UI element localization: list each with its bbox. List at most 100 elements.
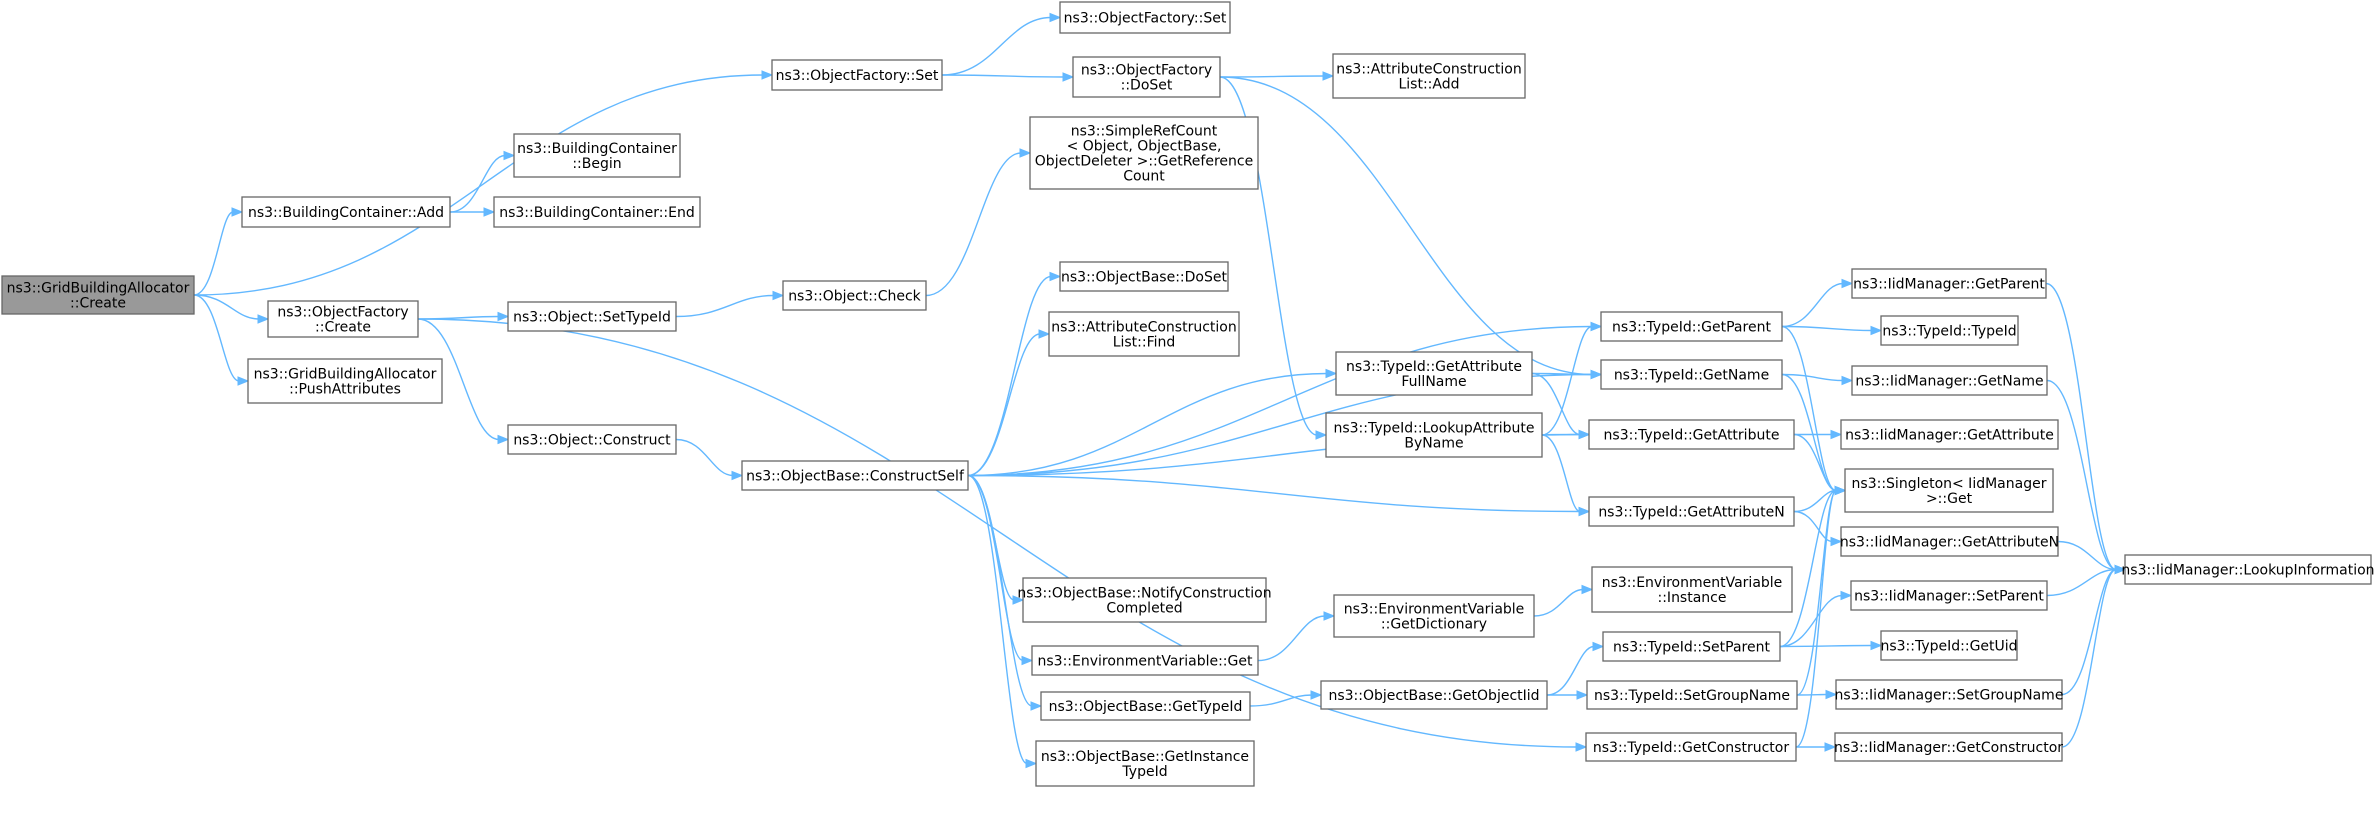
edge-line [1781,282,1844,328]
node-label-line: ns3::BuildingContainer [517,141,677,157]
node-ofCreate[interactable]: ns3::ObjectFactory::Create [267,300,419,338]
node-tidGetName[interactable]: ns3::TypeId::GetName [1600,359,1783,390]
edge-line [2057,540,2117,571]
edge-arrowhead [772,290,785,301]
node-obNotify[interactable]: ns3::ObjectBase::NotifyConstructionCompl… [1017,577,1272,623]
node-label-line: ns3::TypeId::GetName [1614,368,1769,384]
node-label-line: ns3::IidManager::GetAttribute [1845,428,2054,444]
edge-arrowhead [1825,689,1838,700]
nodes-layer: ns3::GridBuildingAllocator::Create ns3::B… [1,1,2375,787]
node-tidTypeId[interactable]: ns3::TypeId::TypeId [1880,315,2019,346]
node-objSetTypeId[interactable]: ns3::Object::SetTypeId [507,301,677,332]
node-obDoSet[interactable]: ns3::ObjectBase::DoSet [1059,261,1229,292]
edge-root-to-bcAdd [193,207,244,296]
node-bcEnd[interactable]: ns3::BuildingContainer::End [493,196,701,228]
node-tidGetParent[interactable]: ns3::TypeId::GetParent [1600,311,1783,342]
node-imGetParent[interactable]: ns3::IidManager::GetParent [1851,268,2047,299]
node-label-line: ::DoSet [1121,78,1173,94]
node-srcGetRef[interactable]: ns3::SimpleRefCount< Object, ObjectBase,… [1029,116,1259,190]
node-label-line: ns3::ObjectFactory::Set [776,68,939,84]
edge-arrowhead [1025,758,1038,769]
edge-arrowhead [1310,690,1323,700]
node-box [493,196,701,228]
node-imGetConstructor[interactable]: ns3::IidManager::GetConstructor [1834,732,2063,762]
node-imGetName[interactable]: ns3::IidManager::GetName [1851,365,2048,396]
node-label-line: ns3::AttributeConstruction [1336,62,1521,78]
node-label-line: ns3::Object::Construct [513,433,671,449]
node-box [247,358,443,404]
edge-line [1779,489,1837,648]
edge-tidGetAttribute-to-imGetAttribute [1794,429,1843,440]
edge-line [941,16,1052,76]
node-ofDoSet[interactable]: ns3::ObjectFactory::DoSet [1072,56,1221,98]
edge-line [1795,489,1837,748]
edge-line [2046,568,2117,597]
edge-tidSetGroupName-to-singletonGet [1796,485,1847,696]
edge-line [1541,433,1581,436]
node-label-line: ns3::IidManager::GetParent [1853,277,2045,293]
edge-obGetObjectIid-to-tidSetGroupName [1547,690,1589,700]
node-bcAdd[interactable]: ns3::BuildingContainer::Add [241,196,451,228]
node-objConstruct[interactable]: ns3::Object::Construct [507,424,677,455]
node-tidSetParent[interactable]: ns3::TypeId::SetParent [1602,631,1781,662]
node-label-line: ::Create [315,320,371,336]
node-ofSet2[interactable]: ns3::ObjectFactory::Set [1059,1,1231,34]
edge-arrowhead [1830,536,1843,547]
edge-arrowhead [1841,375,1854,386]
node-obConstructSelf[interactable]: ns3::ObjectBase::ConstructSelf [741,460,969,491]
node-label-line: ns3::TypeId::GetUid [1880,639,2017,655]
edge-line [1793,433,1837,492]
node-singletonGet[interactable]: ns3::Singleton< IidManager>::Get [1844,468,2054,513]
node-objCheck[interactable]: ns3::Object::Check [782,280,927,311]
node-imSetParent[interactable]: ns3::IidManager::SetParent [1850,580,2048,611]
edge-obConstructSelf-to-tidGetAttrFull [967,368,1338,477]
edge-obConstructSelf-to-obDoSet [967,271,1062,477]
edge-ofSet1-to-ofDoSet [941,72,1075,82]
edge-tidGetConstructor-to-singletonGet [1795,485,1847,748]
node-box [241,196,451,228]
edge-tidGetName-to-imGetName [1781,373,1854,386]
node-tidSetGroupName[interactable]: ns3::TypeId::SetGroupName [1586,680,1798,710]
node-box [1585,732,1797,762]
edge-line [1541,434,1581,513]
node-evGetDict[interactable]: ns3::EnvironmentVariable::GetDictionary [1333,594,1535,638]
edge-arrowhead [1578,506,1591,517]
node-label-line: ns3::TypeId::GetConstructor [1593,740,1789,756]
node-imLookup[interactable]: ns3::IidManager::LookupInformation [2121,554,2375,585]
node-tidGetConstructor[interactable]: ns3::TypeId::GetConstructor [1585,732,1797,762]
edge-arrowhead [1575,742,1588,752]
node-box [1059,1,1231,34]
node-box [1029,116,1259,190]
edge-tidLookupAttr-to-tidGetAttrN [1541,434,1591,517]
edge-objSetTypeId-to-objCheck [675,290,785,318]
edges-layer [193,12,2127,769]
node-box [1040,691,1251,721]
edge-line [967,474,1028,765]
node-evInstance[interactable]: ns3::EnvironmentVariable::Instance [1591,566,1793,613]
edge-line [675,294,775,318]
node-root[interactable]: ns3::GridBuildingAllocator::Create [1,275,195,315]
node-tidGetAttrN[interactable]: ns3::TypeId::GetAttributeN [1588,496,1795,527]
edge-line [193,294,240,382]
node-obGetTypeId[interactable]: ns3::ObjectBase::GetTypeId [1040,691,1251,721]
node-box [1072,56,1221,98]
node-bcBegin[interactable]: ns3::BuildingContainer::Begin [513,133,681,178]
node-label-line: ns3::ObjectBase::DoSet [1061,270,1227,286]
node-evGet[interactable]: ns3::EnvironmentVariable::Get [1031,645,1259,676]
node-imGetAttrN[interactable]: ns3::IidManager::GetAttributeN [1840,526,2059,557]
node-label-line: ns3::GridBuildingAllocator [7,281,190,297]
node-tidGetUid[interactable]: ns3::TypeId::GetUid [1880,630,2018,661]
edge-line [1533,588,1584,617]
node-imSetGroupName[interactable]: ns3::IidManager::SetGroupName [1835,679,2064,710]
edge-line [2046,379,2117,571]
node-obGetObjectIid[interactable]: ns3::ObjectBase::GetObjectIid [1320,680,1548,710]
node-imGetAttribute[interactable]: ns3::IidManager::GetAttribute [1840,419,2059,450]
node-gbaPush[interactable]: ns3::GridBuildingAllocator::PushAttribut… [247,358,443,404]
node-tidGetAttribute[interactable]: ns3::TypeId::GetAttribute [1588,419,1795,450]
node-ofSet1[interactable]: ns3::ObjectFactory::Set [771,59,943,91]
